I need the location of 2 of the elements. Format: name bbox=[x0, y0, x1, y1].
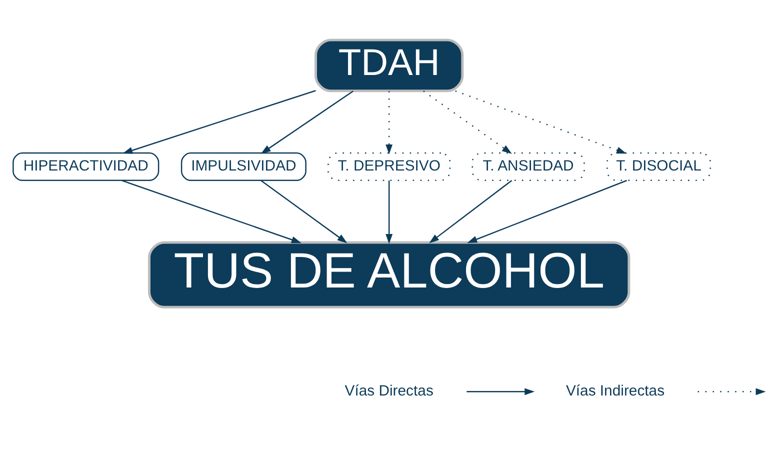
legend-label: Vías Directas bbox=[344, 384, 434, 400]
legend-label: Vías Indirectas bbox=[566, 384, 665, 400]
